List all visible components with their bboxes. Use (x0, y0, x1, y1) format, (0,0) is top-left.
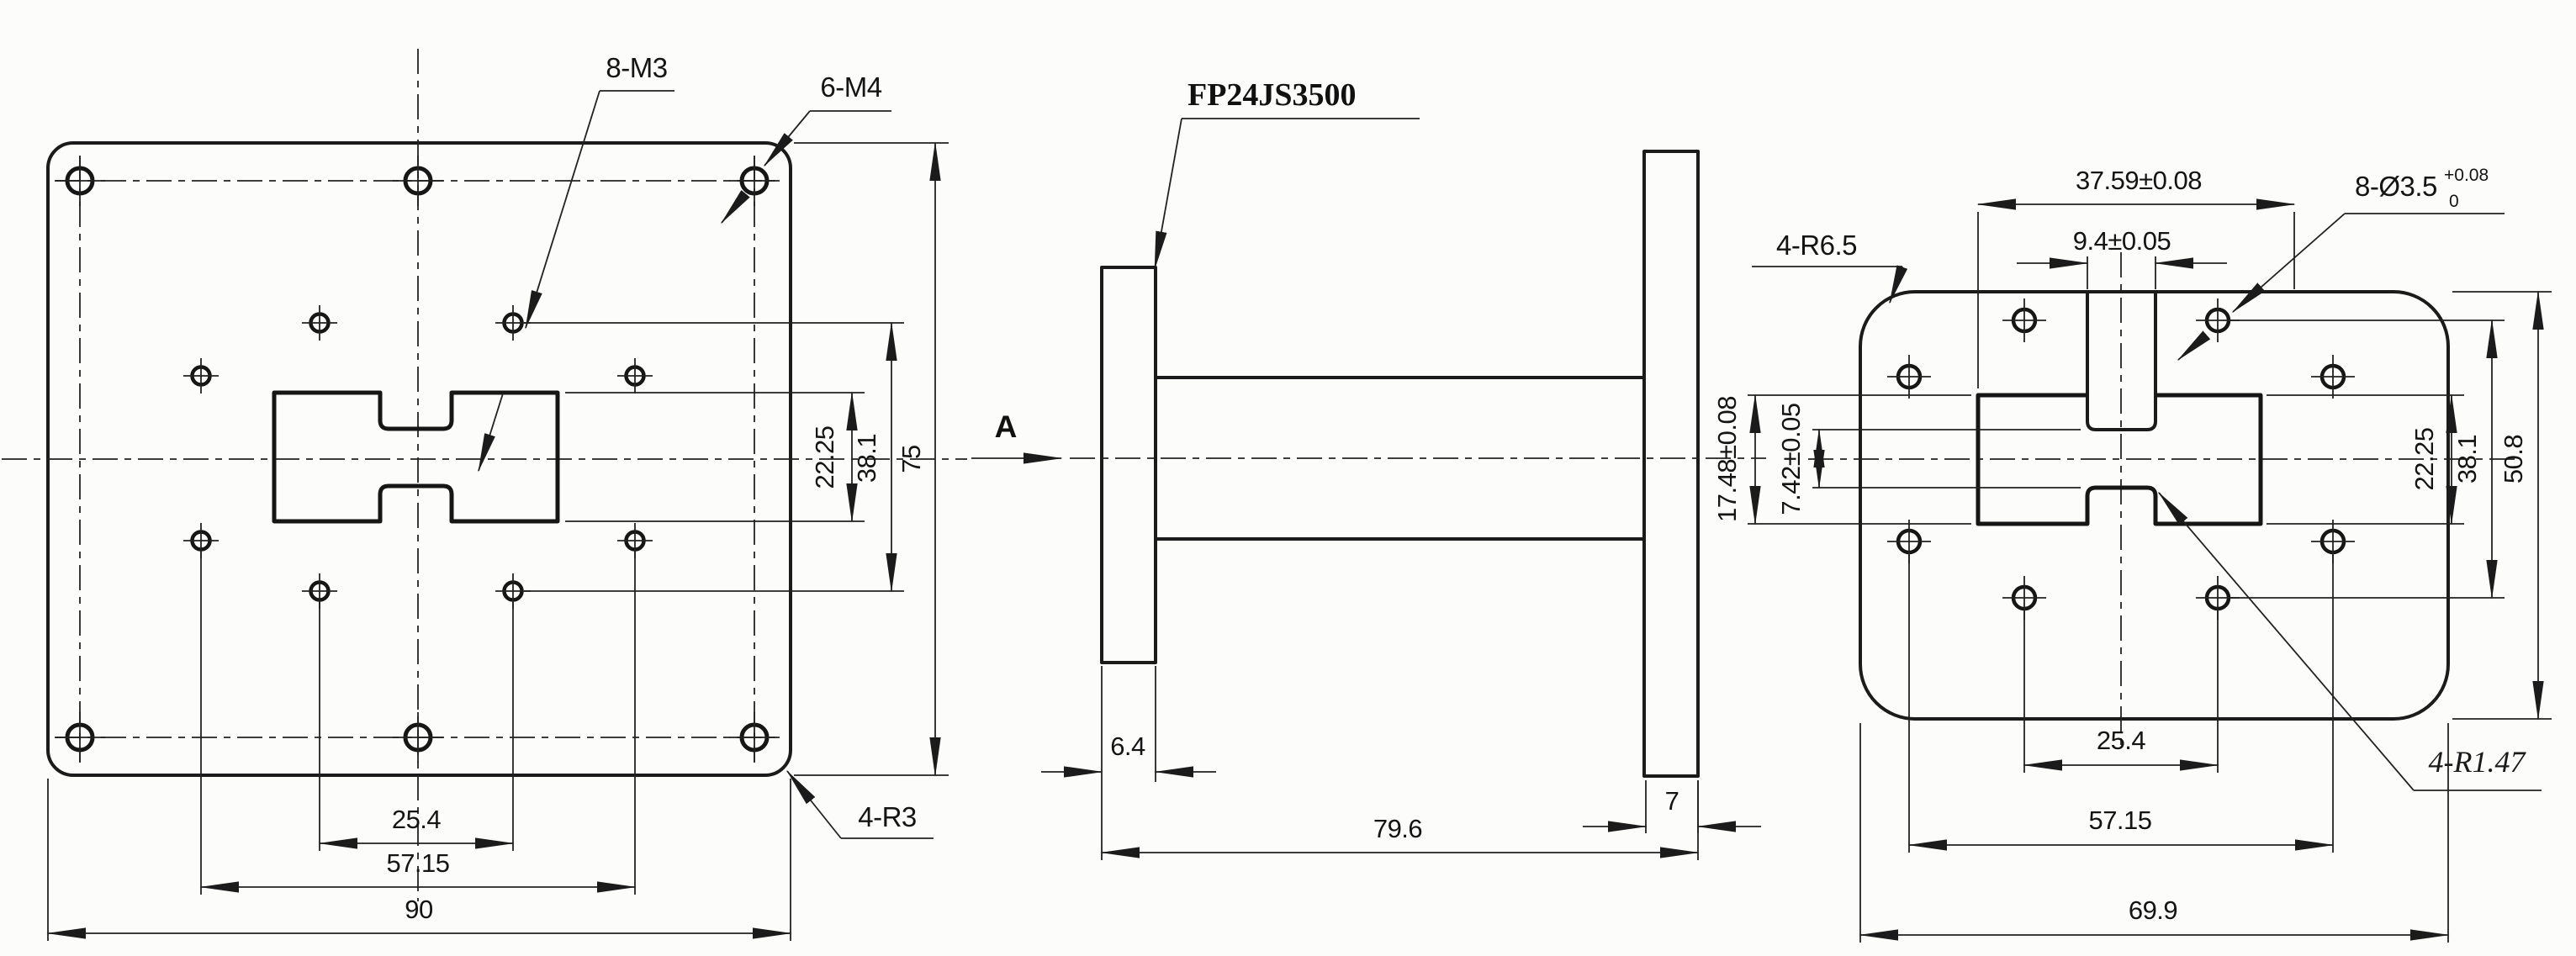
back-dim-aperture-height-left: 17.48±0.08 (1712, 393, 1971, 526)
back-dim-ridge-gap: 7.42±0.05 (1776, 403, 2081, 515)
label-6-m4: 6-M4 (820, 71, 881, 103)
back-waveguide-aperture (1976, 393, 2263, 526)
svg-text:7.42±0.05: 7.42±0.05 (1776, 403, 1806, 515)
svg-text:0: 0 (2449, 192, 2459, 211)
side-dim-overall-length: 79.6 (1100, 780, 1700, 860)
back-dim-flange-height: 50.8 (2452, 290, 2552, 721)
front-m4-hole (55, 156, 105, 206)
svg-text:22.25: 22.25 (810, 425, 839, 489)
svg-text:8-Ø3.5: 8-Ø3.5 (2355, 171, 2437, 202)
label-8-m3-leader-2 (478, 393, 504, 473)
svg-text:69.9: 69.9 (2129, 895, 2177, 925)
front-dim-flange-height: 75 (794, 141, 949, 777)
svg-text:57.15: 57.15 (386, 848, 449, 878)
side-left-flange (1100, 266, 1157, 664)
label-6-m4-leader-2 (720, 190, 750, 224)
front-m3-hole (183, 358, 219, 393)
front-m4-hole (55, 712, 105, 763)
label-4-r147: 4-R1.47 (2429, 745, 2527, 779)
label-4-r147-leader (2157, 491, 2415, 791)
back-dim-side-columns: 57.15 (1907, 552, 2335, 853)
svg-text:75: 75 (897, 445, 926, 473)
back-dim-bottom-pair: 25.4 (2023, 609, 2219, 773)
side-dim-left-flange-thickness: 6.4 (1041, 666, 1216, 782)
back-ridge-slot (2086, 292, 2157, 431)
part-number-leader (1154, 118, 1182, 271)
label-4-r3-leader (785, 769, 842, 839)
svg-text:90: 90 (405, 895, 433, 924)
svg-text:17.48±0.08: 17.48±0.08 (1712, 396, 1742, 522)
label-8-m3-leader (525, 90, 600, 330)
label-6-m4-leader (763, 110, 811, 167)
svg-text:9.4±0.05: 9.4±0.05 (2073, 226, 2171, 256)
side-view: A FP24JS3500 6.4 79.6 7 (971, 77, 1766, 860)
front-m3-hole (617, 358, 653, 393)
front-m4-hole (393, 712, 443, 763)
label-4-r65-leader (1889, 265, 1908, 304)
back-view: 4-R6.5 8-Ø3.5 +0.08 0 4-R1.47 37.59±0.08 (1712, 166, 2552, 943)
front-dim-side-columns: 57.15 (199, 552, 637, 895)
front-view: 8-M3 6-M4 4-R3 22.25 38.1 75 (2, 49, 967, 941)
svg-text:37.59±0.08: 37.59±0.08 (2076, 166, 2202, 195)
svg-text:+0.08: +0.08 (2444, 166, 2489, 185)
svg-text:38.1: 38.1 (2452, 435, 2482, 483)
back-dim-flange-width: 69.9 (1859, 723, 2450, 943)
label-8-m3: 8-M3 (606, 52, 667, 83)
front-waveguide-aperture (272, 390, 560, 524)
svg-text:25.4: 25.4 (392, 805, 442, 834)
svg-text:38.1: 38.1 (852, 434, 881, 483)
svg-text:25.4: 25.4 (2097, 726, 2146, 755)
label-4-r65: 4-R6.5 (1776, 230, 1857, 261)
svg-text:7: 7 (1665, 786, 1679, 816)
svg-text:22.25: 22.25 (2409, 427, 2439, 490)
label-4-r3: 4-R3 (858, 801, 917, 832)
front-m4-hole (729, 712, 780, 763)
front-m4-hole (393, 156, 443, 206)
front-dim-aperture-height: 22.25 (565, 391, 865, 523)
back-hole-d35 (2002, 298, 2046, 342)
back-hole-d35 (1887, 355, 1931, 399)
front-m3-hole (302, 305, 337, 341)
back-dim-slot-width: 9.4±0.05 (2017, 226, 2227, 289)
svg-text:6.4: 6.4 (1110, 732, 1145, 761)
label-8-d35: 8-Ø3.5 +0.08 0 (2177, 166, 2505, 362)
front-dim-flange-width: 90 (46, 779, 792, 941)
svg-text:50.8: 50.8 (2499, 435, 2528, 483)
part-number: FP24JS3500 (1187, 77, 1357, 113)
side-right-flange (1642, 150, 1700, 778)
back-dim-hole-rows: 38.1 (2230, 319, 2505, 599)
back-hole-d35 (2311, 355, 2355, 399)
front-m4-hole (729, 156, 780, 206)
front-dim-hole-rows: 38.1 (524, 321, 904, 593)
svg-text:57.15: 57.15 (2088, 805, 2151, 835)
back-dim-aperture-height-right: 22.25 (2267, 393, 2464, 526)
svg-text:79.6: 79.6 (1373, 814, 1422, 843)
side-dim-right-flange-thickness: 7 (1583, 780, 1761, 833)
view-letter-a: A (995, 409, 1018, 444)
back-dim-top-width: 37.59±0.08 (1976, 166, 2296, 388)
front-dim-bottom-pair: 25.4 (318, 602, 515, 851)
